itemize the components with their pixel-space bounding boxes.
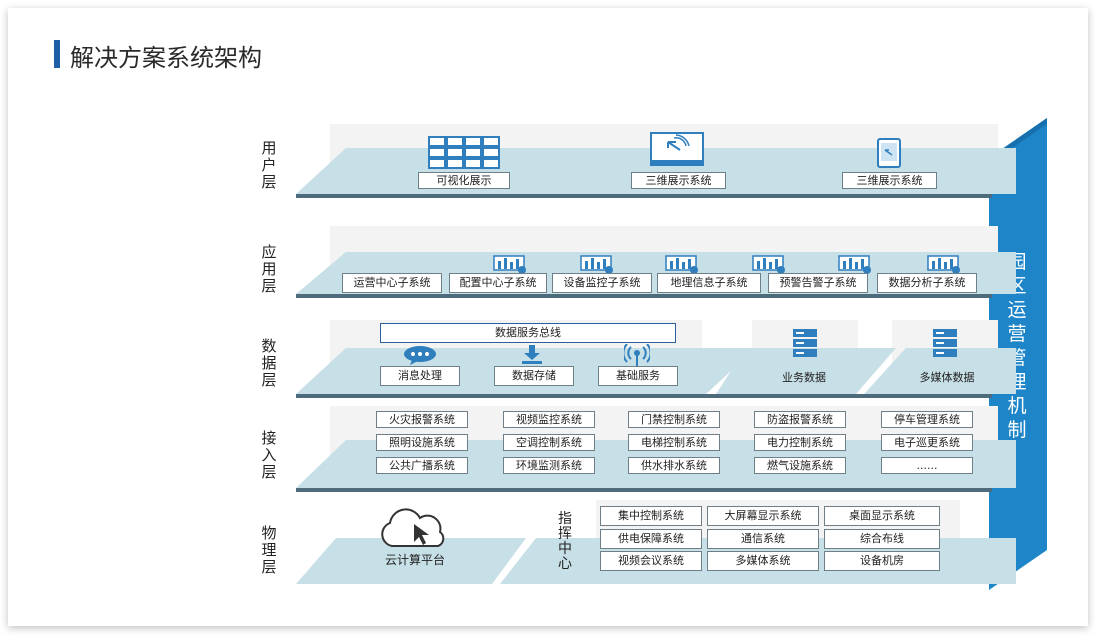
phys-video-conference: 视频会议系统 — [600, 551, 702, 571]
app-item-device-monitor: 设备监控子系统 — [552, 273, 652, 293]
app-item-config-center: 配置中心子系统 — [449, 273, 547, 293]
bar-chart-icon — [838, 255, 871, 274]
server-icon — [793, 329, 817, 357]
layer-label-data: 数据层 — [261, 337, 277, 389]
page-title: 解决方案系统架构 — [70, 44, 262, 72]
monitor-icon — [650, 132, 704, 166]
bar-chart-icon — [927, 255, 960, 274]
data-service-basic: 基础服务 — [598, 366, 678, 386]
access-anti-theft: 防盗报警系统 — [754, 411, 846, 428]
data-service-message: 消息处理 — [380, 366, 460, 386]
data-business: 业务数据 — [782, 371, 826, 384]
command-center-label: 指挥中心 — [558, 511, 572, 572]
layer-label-access: 接入层 — [261, 429, 277, 481]
access-broadcast: 公共广播系统 — [376, 457, 468, 474]
access-hvac: 空调控制系统 — [503, 434, 595, 451]
access-environment: 环境监测系统 — [503, 457, 595, 474]
access-lighting: 照明设施系统 — [376, 434, 468, 451]
user-item-3d-display-2: 三维展示系统 — [842, 172, 937, 189]
access-fire-alarm: 火灾报警系统 — [376, 411, 468, 428]
access-patrol: 电子巡更系统 — [881, 434, 973, 451]
data-service-storage: 数据存储 — [494, 366, 574, 386]
app-item-gis: 地理信息子系统 — [657, 273, 761, 293]
access-door-control: 门禁控制系统 — [628, 411, 720, 428]
layer-label-app: 应用层 — [261, 243, 277, 295]
download-icon — [522, 345, 542, 364]
phys-central-control: 集中控制系统 — [600, 506, 702, 526]
app-item-ops-center: 运营中心子系统 — [342, 273, 442, 293]
layer-label-physical: 物理层 — [261, 524, 277, 576]
access-more: ...... — [881, 457, 973, 474]
access-water: 供水排水系统 — [628, 457, 720, 474]
phys-large-screen: 大屏幕显示系统 — [707, 506, 819, 526]
bar-chart-icon — [493, 255, 526, 274]
video-wall-icon — [428, 136, 500, 169]
chat-bubble-icon — [404, 346, 436, 365]
bar-chart-icon — [752, 255, 785, 274]
user-item-3d-display-1: 三维展示系统 — [631, 172, 726, 189]
bar-chart-icon — [580, 255, 613, 274]
title-accent-bar — [54, 40, 60, 68]
access-parking: 停车管理系统 — [881, 411, 973, 428]
access-power: 电力控制系统 — [754, 434, 846, 451]
signal-tower-icon — [624, 344, 650, 366]
bar-chart-icon — [665, 255, 698, 274]
phys-multimedia: 多媒体系统 — [707, 551, 819, 571]
tablet-icon — [877, 138, 901, 168]
access-video-monitor: 视频监控系统 — [503, 411, 595, 428]
cloud-platform-label: 云计算平台 — [384, 553, 445, 567]
cloud-icon — [381, 508, 445, 547]
data-multimedia: 多媒体数据 — [919, 371, 975, 384]
phys-cabling: 综合布线 — [824, 529, 940, 549]
phys-equipment-room: 设备机房 — [824, 551, 940, 571]
server-icon — [933, 329, 957, 357]
app-item-alarm: 预警告警子系统 — [768, 273, 868, 293]
access-gas: 燃气设施系统 — [754, 457, 846, 474]
layer-label-user: 用户层 — [261, 139, 277, 191]
app-item-data-analysis: 数据分析子系统 — [877, 273, 977, 293]
access-elevator: 电梯控制系统 — [628, 434, 720, 451]
phys-power-supply: 供电保障系统 — [600, 529, 702, 549]
data-service-bus: 数据服务总线 — [380, 323, 676, 343]
user-item-visualization: 可视化展示 — [418, 172, 510, 189]
phys-communication: 通信系统 — [707, 529, 819, 549]
phys-desktop-display: 桌面显示系统 — [824, 506, 940, 526]
